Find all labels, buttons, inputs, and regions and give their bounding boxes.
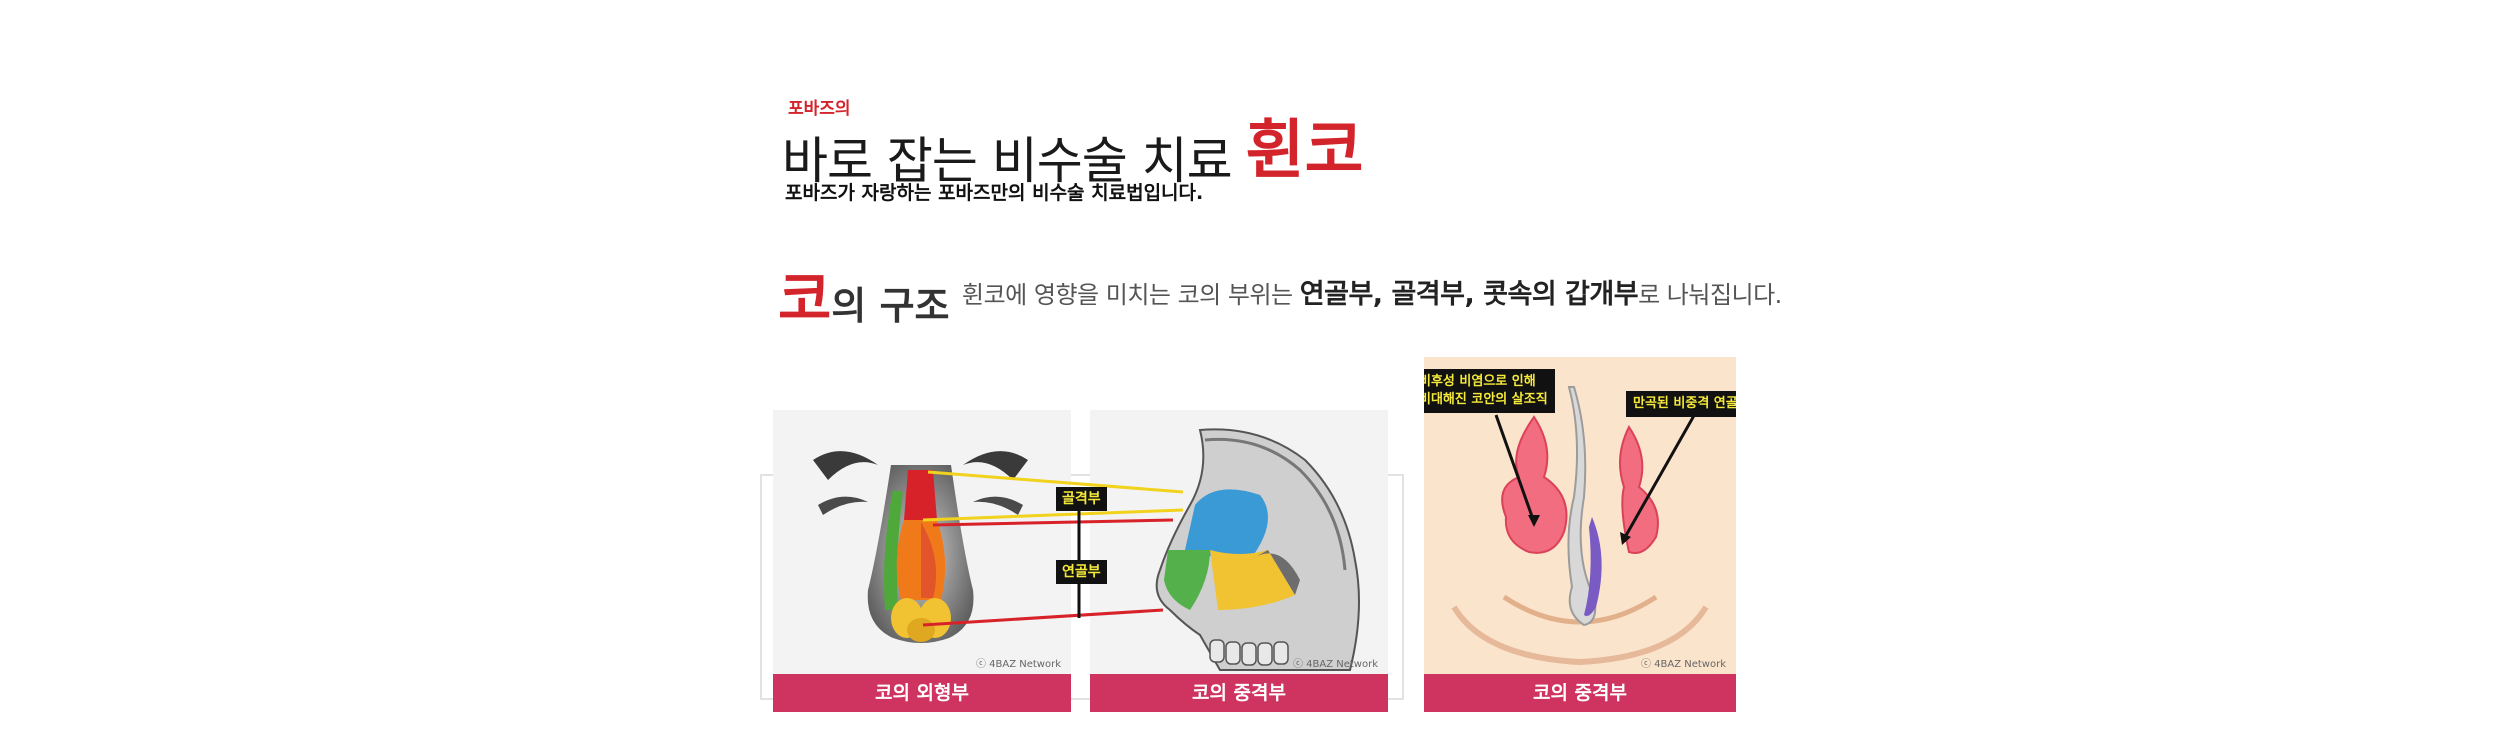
card-copyright: ⓒ 4BAZ Network xyxy=(975,659,1061,670)
headline-brand: 휜코 xyxy=(1245,114,1364,188)
note-deviated-septum: 만곡된 비중격 연골 xyxy=(1626,391,1736,417)
note-hypertrophic-tissue: 비후성 비염으로 인해 비대해진 코안의 살조직 xyxy=(1424,369,1555,413)
nose-exterior-illustration xyxy=(813,451,1028,643)
septum-side-illustration xyxy=(1155,428,1360,671)
group-bracket xyxy=(760,474,1404,700)
page-tagline: 포바즈가 자랑하는 포바즈만의 비수술 치료법입니다. xyxy=(785,182,1204,204)
card-septum-side: ⓒ 4BAZ Network 코의 중격부 xyxy=(1090,410,1388,712)
card-septum-front: 비후성 비염으로 인해 비대해진 코안의 살조직 만곡된 비중격 연골 ⓒ 4B… xyxy=(1424,357,1736,712)
section-desc-suffix: 로 나눠집니다. xyxy=(1638,281,1782,309)
note-left-line1: 비후성 비염으로 인해 xyxy=(1424,374,1536,389)
card-caption: 코의 중격부 xyxy=(1090,674,1388,712)
section-description: 휜코에 영향을 미치는 코의 부위는 연골부, 골격부, 콧속의 갑개부로 나눠… xyxy=(962,272,1782,311)
card-caption: 코의 중격부 xyxy=(1424,674,1736,712)
section-title-rest: 의 구조 xyxy=(831,284,950,328)
section-desc-parts: 연골부, 골격부, 콧속의 갑개부 xyxy=(1299,279,1639,310)
brand-small-label: 포바즈의 xyxy=(788,99,851,119)
section-title: 코의 구조 xyxy=(778,252,950,336)
card-copyright: ⓒ 4BAZ Network xyxy=(1640,659,1726,670)
card-copyright: ⓒ 4BAZ Network xyxy=(1292,659,1378,670)
label-bone: 골격부 xyxy=(1056,487,1107,511)
card-caption: 코의 외형부 xyxy=(773,674,1071,712)
label-cartilage: 연골부 xyxy=(1056,560,1107,584)
note-left-line2: 비대해진 코안의 살조직 xyxy=(1424,392,1548,407)
section-desc-prefix: 휜코에 영향을 미치는 코의 부위는 xyxy=(962,281,1293,309)
connector-lines xyxy=(922,470,1184,627)
section-title-big: 코 xyxy=(778,265,831,333)
headline-text: 바로 잡는 비수술 치료 xyxy=(782,132,1233,190)
card-nose-exterior: ⓒ 4BAZ Network 코의 외형부 xyxy=(773,410,1071,712)
